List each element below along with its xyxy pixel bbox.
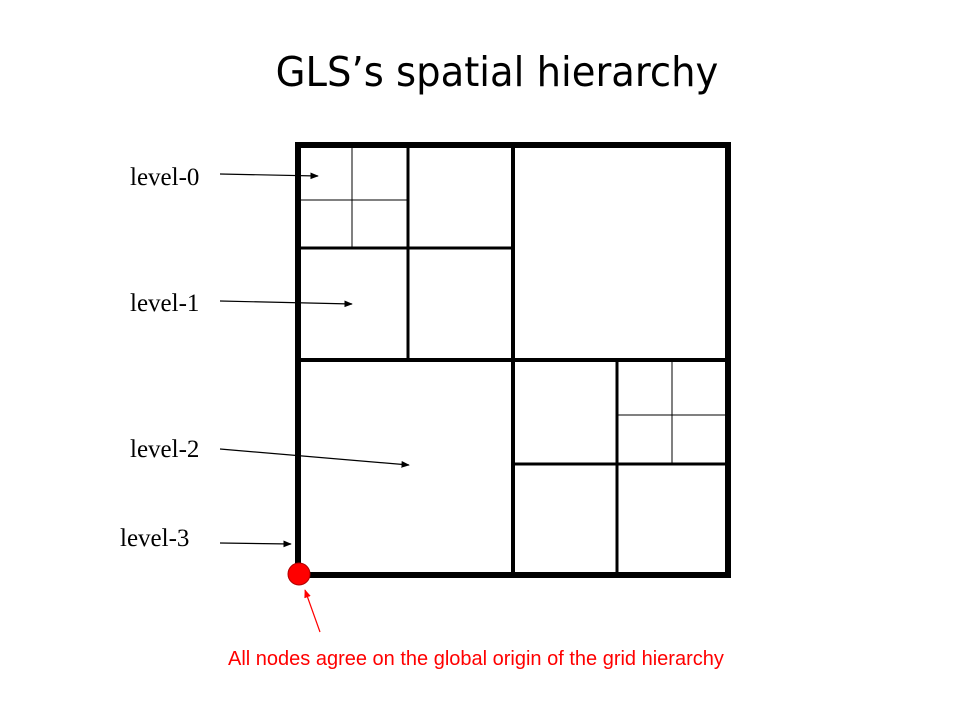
- level-0-label: level-0: [130, 164, 200, 191]
- level-1-label: level-1: [130, 290, 200, 317]
- level-3-label: level-3: [120, 525, 190, 552]
- level-0-arrow: [219, 172, 319, 180]
- level-3-arrow: [219, 540, 292, 548]
- level-2-arrow: [219, 448, 410, 468]
- origin-caption: All nodes agree on the global origin of …: [228, 648, 724, 670]
- origin-marker: [287, 562, 311, 586]
- level-1-arrow: [219, 300, 353, 308]
- slide-title: GLS’s spatial hierarchy: [275, 48, 719, 96]
- origin-pointer-arrow: [304, 589, 321, 633]
- level-2-label: level-2: [130, 436, 200, 463]
